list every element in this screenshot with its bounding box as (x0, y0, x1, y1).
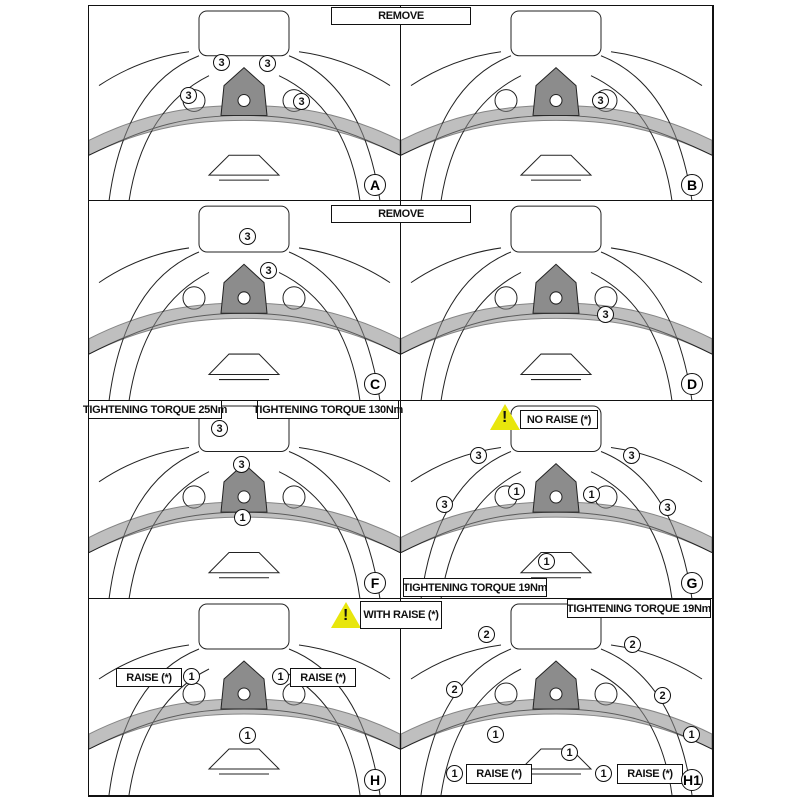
callout-1: 1 (487, 726, 504, 743)
callout-3: 3 (239, 228, 256, 245)
motorcycle-cockpit-illustration (401, 10, 712, 201)
step-letter: A (364, 174, 386, 196)
with-raise-label: WITH RAISE (*) (360, 601, 442, 629)
motorcycle-cockpit-illustration (89, 603, 400, 795)
callout-2: 2 (654, 687, 671, 704)
callout-1: 1 (538, 553, 555, 570)
callout-1: 1 (508, 483, 525, 500)
callout-3: 3 (293, 93, 310, 110)
callout-3: 3 (470, 447, 487, 464)
no-raise-label: NO RAISE (*) (520, 410, 598, 429)
remove-banner-top: REMOVE (331, 7, 471, 25)
step-letter: D (681, 373, 703, 395)
panel-f (88, 400, 401, 600)
torque-label-25nm: TIGHTENING TORQUE 25Nm (83, 400, 227, 419)
panel-b (400, 5, 713, 202)
callout-3: 3 (623, 447, 640, 464)
warning-icon: ! (490, 404, 520, 430)
panel-a (88, 5, 401, 202)
step-letter: F (364, 572, 386, 594)
callout-1: 1 (683, 726, 700, 743)
callout-3: 3 (211, 420, 228, 437)
panel-h (88, 598, 401, 796)
callout-3: 3 (597, 306, 614, 323)
callout-1: 1 (561, 744, 578, 761)
callout-1: 1 (183, 668, 200, 685)
callout-2: 2 (478, 626, 495, 643)
step-letter: G (681, 572, 703, 594)
step-letter: C (364, 373, 386, 395)
callout-1: 1 (239, 727, 256, 744)
callout-1: 1 (446, 765, 463, 782)
callout-3: 3 (592, 92, 609, 109)
torque-label-130nm: TIGHTENING TORQUE 130Nm (253, 400, 403, 419)
callout-2: 2 (624, 636, 641, 653)
callout-3: 3 (659, 499, 676, 516)
torque-label-19nm: TIGHTENING TORQUE 19Nm (567, 599, 711, 618)
callout-3: 3 (180, 87, 197, 104)
step-letter: H (364, 769, 386, 791)
callout-1: 1 (234, 509, 251, 526)
panel-d (400, 200, 713, 402)
callout-1: 1 (595, 765, 612, 782)
warning-icon: ! (331, 602, 361, 628)
callout-3: 3 (436, 496, 453, 513)
raise-label-right: RAISE (*) (290, 668, 356, 687)
callout-2: 2 (446, 681, 463, 698)
raise-label-left: RAISE (*) (116, 668, 182, 687)
remove-banner-middle: REMOVE (331, 205, 471, 223)
callout-3: 3 (213, 54, 230, 71)
motorcycle-cockpit-illustration (89, 405, 400, 599)
step-letter: B (681, 174, 703, 196)
callout-3: 3 (260, 262, 277, 279)
step-letter: H1 (681, 769, 703, 791)
callout-3: 3 (233, 456, 250, 473)
motorcycle-cockpit-illustration (401, 603, 712, 795)
motorcycle-cockpit-illustration (89, 10, 400, 201)
motorcycle-cockpit-illustration (401, 205, 712, 401)
callout-1: 1 (583, 486, 600, 503)
callout-3: 3 (259, 55, 276, 72)
raise-label-left: RAISE (*) (466, 764, 532, 784)
torque-label-19nm: TIGHTENING TORQUE 19Nm (403, 578, 547, 597)
callout-1: 1 (272, 668, 289, 685)
raise-label-right: RAISE (*) (617, 764, 683, 784)
